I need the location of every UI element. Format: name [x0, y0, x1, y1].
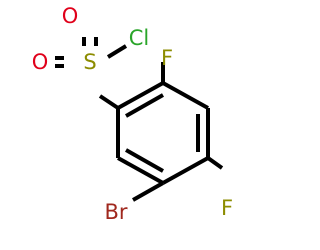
bond-c5-br: [132, 181, 164, 202]
bond-c1-s: [98, 94, 120, 110]
molecule-structure: O O S Cl F F Br: [32, 4, 233, 224]
oxygen-label-2: O: [32, 50, 49, 74]
atom-labels: O O S Cl F F Br: [32, 4, 233, 224]
bond-s-cl: [106, 44, 128, 59]
bond-c1-c2: [117, 81, 164, 110]
bonds: [55, 37, 224, 202]
fluorine-label-2: F: [221, 196, 233, 220]
bond-c1-c2-inner: [125, 93, 164, 118]
sulfur-label: S: [83, 50, 96, 74]
oxygen-label-1: O: [62, 4, 79, 28]
fluorine-label-1: F: [161, 46, 173, 70]
bromine-label: Br: [104, 200, 127, 224]
bond-c4-c5: [162, 156, 209, 185]
bond-c5-c6: [117, 156, 164, 185]
bond-c2-c3: [162, 81, 209, 110]
chlorine-label: Cl: [129, 26, 150, 50]
bond-c5-c6-inner: [125, 148, 164, 173]
bond-c4-f2: [206, 156, 224, 170]
